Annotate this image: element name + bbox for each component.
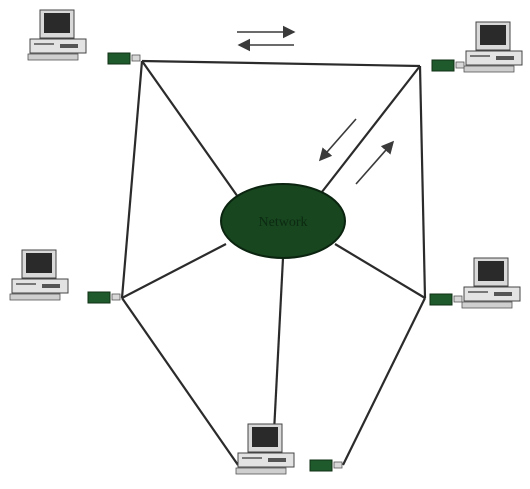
computer-node-middle-left xyxy=(9,249,121,304)
link-top-right-middle-right xyxy=(418,65,427,299)
modem-icon xyxy=(309,459,343,472)
link-top-left-top-right xyxy=(141,59,421,68)
desktop-computer-icon xyxy=(27,9,87,61)
desktop-computer-icon xyxy=(9,249,69,301)
double-arrow-icon xyxy=(318,118,395,185)
arrow-down-left-icon xyxy=(318,118,357,162)
link-top-left-middle-left xyxy=(120,60,144,299)
double-arrow-icon xyxy=(237,25,296,52)
computer-node-top-right xyxy=(431,21,523,73)
desktop-computer-icon xyxy=(463,21,523,73)
modem-icon xyxy=(431,59,465,72)
modem-icon xyxy=(429,293,463,306)
network-hub: Network xyxy=(220,183,346,259)
network-hub-ellipse xyxy=(220,183,346,259)
modem-icon xyxy=(87,291,121,304)
link-hub-middle-right xyxy=(334,243,426,299)
modem-icon xyxy=(107,52,141,65)
network-links xyxy=(120,59,427,466)
link-hub-top-left xyxy=(141,60,239,198)
link-hub-bottom-center xyxy=(272,257,285,433)
computer-node-middle-right xyxy=(429,257,521,309)
link-middle-right-bottom-center xyxy=(342,297,426,466)
link-hub-middle-left xyxy=(121,243,227,299)
link-middle-left-bottom-center xyxy=(121,297,239,466)
computer-node-bottom-center xyxy=(235,423,343,475)
link-hub-top-right xyxy=(317,65,421,198)
computer-node-top-left xyxy=(27,9,141,65)
arrow-up-right-icon xyxy=(355,140,395,185)
desktop-computer-icon xyxy=(235,423,295,475)
network-hub-label: Network xyxy=(259,215,308,230)
desktop-computer-icon xyxy=(461,257,521,309)
